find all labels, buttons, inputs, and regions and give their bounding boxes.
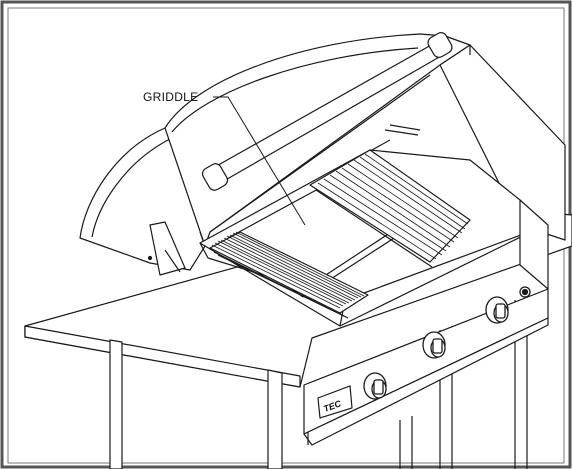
right-grate: [309, 149, 471, 268]
left-grate: [209, 231, 369, 319]
hood-handle: [201, 32, 453, 191]
nameplate: TEC: [317, 385, 353, 419]
knob-left: [363, 372, 387, 400]
firebox-right-wall: [519, 199, 549, 290]
hood-left-bracket: [149, 221, 186, 276]
control-knobs: [363, 286, 531, 400]
control-panel-lower: [303, 317, 549, 446]
callout-leader: [213, 96, 306, 226]
griddle-label: GRIDDLE: [143, 90, 198, 104]
counter-front-face: [24, 325, 301, 388]
knob-right: [485, 296, 509, 324]
knob-middle: [422, 331, 446, 359]
igniter-button: [519, 286, 531, 298]
